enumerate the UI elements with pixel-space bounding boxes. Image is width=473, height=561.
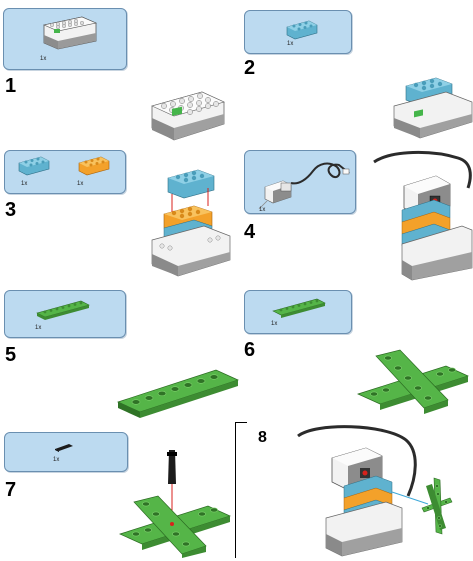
step-4-parts-panel: 1x [244,150,356,214]
step-8-final-model [297,425,453,557]
step-1-smarthub-model [151,91,225,141]
step-4-number: 4 [244,221,256,243]
step-7-parts-panel: 1x [4,432,128,472]
step-3-orange-quantity: 1x [77,181,84,187]
step-6-parts-panel: 1x [244,290,352,334]
step-7-quantity: 1x [53,457,60,463]
step-1-parts-panel: 1x [3,8,127,70]
step-4-quantity: 1x [259,207,266,213]
step-6-number: 6 [244,339,256,361]
step-2-quantity: 1x [287,41,294,47]
green-plate-part-icon [272,298,326,318]
step-8-number: 8 [258,429,267,446]
step-2-assembly-model [393,77,473,139]
step-3-number: 3 [5,199,17,221]
step-1-quantity: 1x [40,56,47,62]
step-2-parts-panel: 1x [244,10,352,54]
step-5-quantity: 1x [35,325,42,331]
green-plate-part-icon [36,300,90,320]
step-6-quantity: 1x [271,321,278,327]
blue-brick-part-icon [18,156,50,176]
step-4-assembly-model [373,150,473,281]
step-2-number: 2 [244,57,256,79]
step-5-number: 5 [5,344,17,366]
smarthub-part-icon [43,16,97,50]
step-8-divider-vertical [235,422,236,558]
step-8-divider-horizontal [235,422,247,423]
step-7-assembly-model [119,450,231,558]
step-5-parts-panel: 1x [4,290,126,338]
step-6-cross-plate-model [357,349,469,414]
step-3-parts-panel: 1x 1x [4,150,126,194]
orange-brick-part-icon [78,156,110,176]
step-3-assembly-model [151,169,231,277]
blue-brick-part-icon [286,20,318,40]
step-7-number: 7 [5,479,17,501]
step-5-green-plate-model [117,369,239,418]
axle-part-icon [55,444,73,452]
motor-part-icon [258,162,350,210]
step-1-number: 1 [5,75,17,97]
step-3-blue-quantity: 1x [21,181,28,187]
